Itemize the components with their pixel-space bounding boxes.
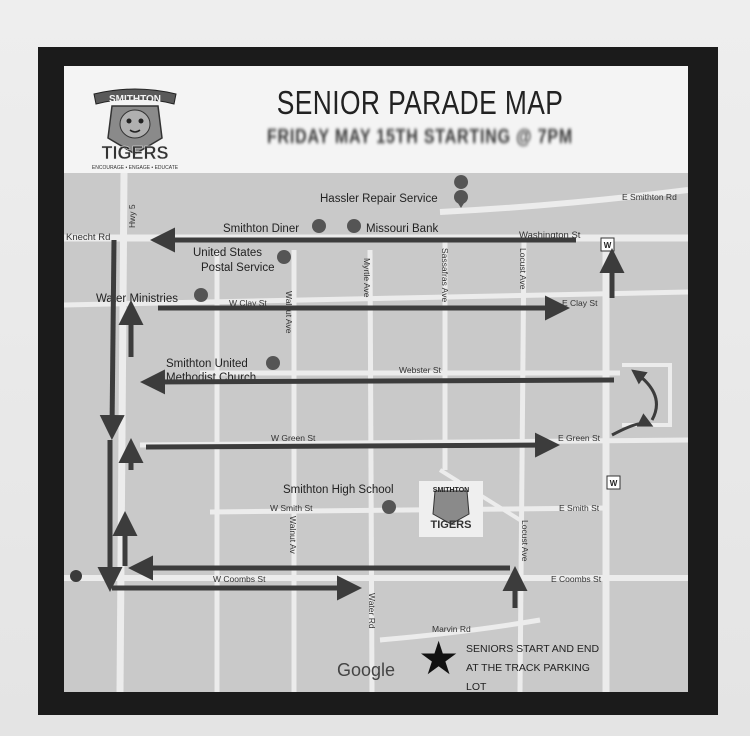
route-arrow-hwy5-down [99,239,125,440]
map-background [64,173,688,692]
logo-main-text: TIGERS [101,143,168,163]
street-label-e-green: E Green St [558,433,601,443]
route-shield-label-2: W [610,479,618,488]
map-inset-logo: SMITHTON TIGERS [419,481,483,537]
street-label-e-smith: E Smith St [559,503,600,513]
street-label-washington: Washington St [519,230,581,241]
route-arrow-webster [140,369,615,395]
street-label-marvin: Marvin Rd [432,624,471,634]
parade-route-map: E Smithton Rd Hwy 5 Knecht Rd Washington… [64,173,688,692]
street-label-w-clay: W Clay St [229,298,267,308]
inset-logo-top-text: SMITHTON [433,487,469,494]
street-label-walnut-2: Walnut Av [288,516,298,555]
road-clay [64,289,688,308]
street-label-w-smith: W Smith St [270,503,313,513]
map-pins [194,175,469,514]
street-label-myrtle: Myrtle Ave [362,258,372,298]
street-label-w-coombs: W Coombs St [213,574,266,584]
route-shield-icon-2 [606,475,621,490]
start-end-note: SENIORS START AND END AT THE TRACK PARKI… [466,640,606,697]
street-label-w-green: W Green St [271,433,316,443]
page-title: SENIOR PARADE MAP [276,84,564,121]
place-label-post-office-2: Postal Service [201,262,275,274]
route-arrow-loop-1 [611,413,654,437]
street-label-water-rd: Water Rd [367,593,377,629]
road-myrtle-water [367,249,375,692]
place-label-bank: Missouri Bank [366,223,438,235]
place-label-high-school: Smithton High School [283,484,394,496]
page-subtitle: FRIDAY MAY 15TH STARTING @ 7PM [266,126,574,148]
inset-logo-main-text: TIGERS [431,519,472,531]
road-hwy5 [116,173,128,692]
star-icon: ★ [418,632,460,684]
smithton-tigers-logo: SMITHTON TIGERS ENCOURAGE • ENGAGE • EDU… [92,88,179,171]
street-label-hwy5: Hwy 5 [127,204,137,228]
road-locust [517,239,527,692]
parade-route [97,227,658,608]
bank-pin-icon [347,219,361,233]
map-canvas: E Smithton Rd Hwy 5 Knecht Rd Washington… [64,173,688,692]
note-line-1: SENIORS START AND END [466,643,600,655]
street-label-knecht: Knecht Rd [66,232,110,243]
route-shield-label: W [604,241,612,250]
church-pin-icon [266,356,280,370]
street-label-e-coombs: E Coombs St [551,574,602,584]
diner-pin-icon [312,219,326,233]
map-credit-google: Google [337,660,396,680]
road-marvin [379,617,541,643]
place-label-diner: Smithton Diner [223,223,299,235]
street-label-e-smithton: E Smithton Rd [622,192,677,202]
street-label-walnut: Walnut Ave [284,291,294,334]
place-label-hassler: Hassler Repair Service [320,193,438,205]
place-label-post-office-1: United States [193,247,262,259]
school-pin-icon [382,500,396,514]
street-label-locust-2: Locust Ave [520,520,530,562]
post-office-pin-icon [277,250,291,264]
note-line-2: AT THE TRACK PARKING LOT [466,662,590,693]
place-label-water-ministries: Water Ministries [96,293,178,305]
street-label-webster: Webster St [399,365,442,375]
road-smith [209,505,609,515]
hassler-pin-icon [454,175,469,207]
street-label-locust: Locust Ave [518,248,528,290]
street-label-sassafras: Sassafras Ave [440,248,450,302]
road-e-smithton [439,187,688,215]
logo-top-text: SMITHTON [109,94,161,105]
street-label-e-clay: E Clay St [562,298,598,308]
place-label-church-1: Smithton United [166,358,248,370]
water-ministries-pin-icon [194,288,208,302]
map-blemish [70,570,82,582]
route-arrow-loop-2 [631,369,658,421]
hassler-pin-icon-tip [456,200,466,208]
logo-tagline: ENCOURAGE • ENGAGE • EDUCATE [92,165,179,171]
route-arrow-green [145,432,560,458]
